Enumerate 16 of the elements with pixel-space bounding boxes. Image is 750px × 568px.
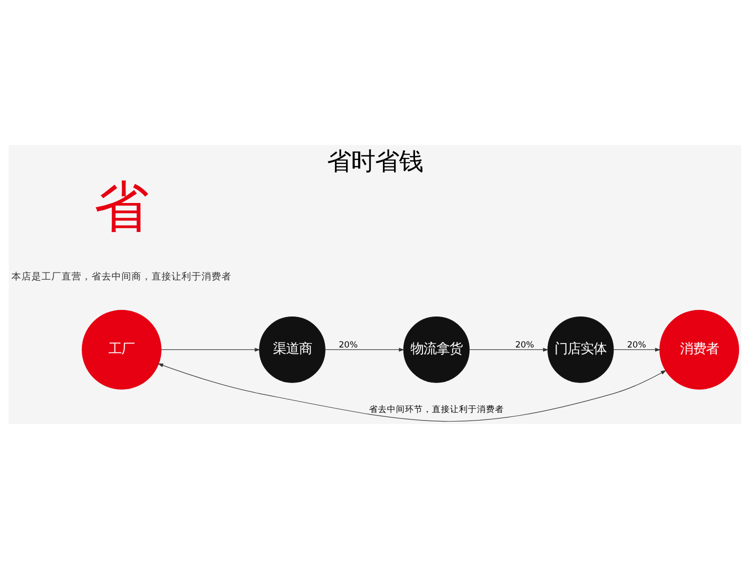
edge-label: 20% (338, 340, 358, 350)
node-circle: 渠道商 (259, 316, 326, 382)
node-circle: 工厂 (82, 309, 162, 390)
arrow (158, 363, 666, 421)
arrow (469, 347, 549, 352)
arrow (613, 347, 661, 352)
diagram-title: 省时省钱 (327, 146, 423, 175)
edge-label: 20% (627, 340, 646, 350)
arrow (161, 347, 260, 352)
label: 本店是工厂直营，省去中间商，直接让利于消费者 (12, 271, 232, 282)
arrow (324, 347, 404, 352)
edge-label: 20% (515, 340, 534, 350)
label: 省 (94, 174, 150, 238)
edge-label: 省去中间环节，直接让利于消费者 (368, 404, 504, 414)
node-circle: 物流拿货 (403, 316, 470, 382)
node-circle: 门店实体 (547, 316, 614, 382)
